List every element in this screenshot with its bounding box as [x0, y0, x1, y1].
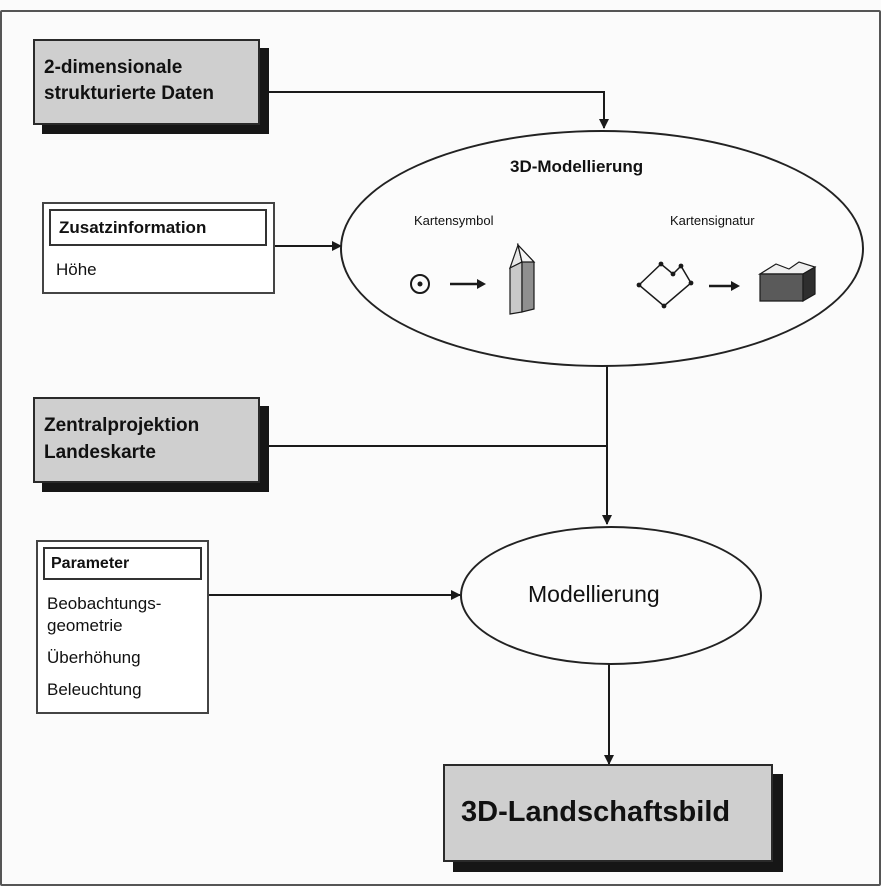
block-3d-icon — [757, 261, 817, 303]
input-box-parameter: Parameter Beobachtungs- geometrie Überhö… — [36, 540, 209, 714]
3d-modellierung-title: 3D-Modellierung — [510, 157, 644, 176]
arrow-daten-to-3d-modellierung — [258, 91, 609, 129]
input-box-daten: 2-dimensionale strukturierte Daten — [33, 39, 260, 125]
landschaftsbild-label: 3D-Landschaftsbild — [461, 796, 731, 828]
parameter-item-ueberhoehung: Überhöhung — [47, 648, 141, 667]
zentral-line1: Zentralprojektion — [44, 415, 200, 436]
kartensymbol-label: Kartensymbol — [414, 213, 494, 228]
daten-line1: 2-dimensionale — [44, 57, 183, 78]
arrow-symbol-icon — [450, 279, 486, 289]
arrow-signatur-icon — [709, 281, 740, 291]
point-symbol-icon — [410, 274, 430, 294]
area-outline-icon — [636, 261, 694, 309]
ellipse-3d-modellierung: 3D-Modellierung Kartensymbol Kartensigna… — [340, 130, 864, 367]
input-box-zusatzinformation: Zusatzinformation Höhe — [42, 202, 275, 294]
parameter-item-beleuchtung: Beleuchtung — [47, 680, 142, 699]
modellierung-label: Modellierung — [528, 581, 660, 607]
parameter-item-geometrie: geometrie — [47, 616, 123, 635]
kartensignatur-label: Kartensignatur — [670, 213, 755, 228]
prism-3d-icon — [508, 242, 536, 315]
daten-line2: strukturierte Daten — [44, 83, 214, 104]
output-box-landschaftsbild: 3D-Landschaftsbild — [443, 764, 773, 862]
ellipse-modellierung: Modellierung — [460, 526, 762, 665]
zusatzinformation-header: Zusatzinformation — [49, 209, 267, 246]
parameter-item-beobachtungs: Beobachtungs- — [47, 594, 162, 613]
input-box-zentralprojektion: Zentralprojektion Landeskarte — [33, 397, 260, 483]
parameter-header-text: Parameter — [51, 555, 130, 572]
zusatz-item-hoehe: Höhe — [56, 260, 97, 279]
zusatzinformation-header-text: Zusatzinformation — [59, 218, 207, 237]
zentral-line2: Landeskarte — [44, 442, 156, 463]
parameter-header: Parameter — [43, 547, 202, 580]
